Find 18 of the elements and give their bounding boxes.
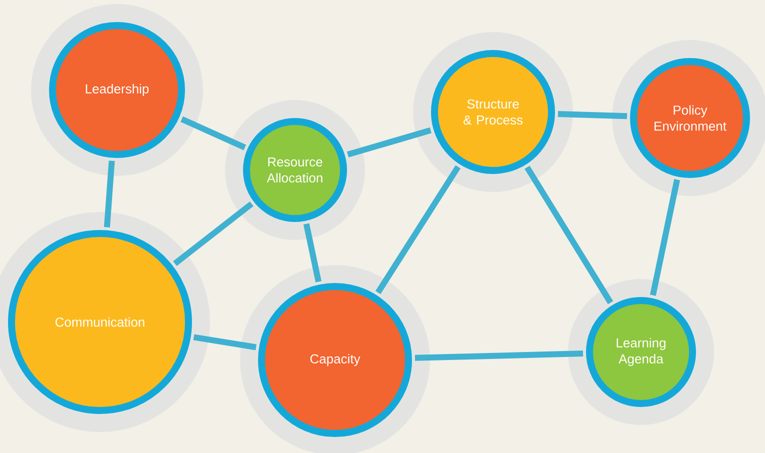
circle-node: Learning Agenda xyxy=(586,297,696,407)
circle-node: Communication xyxy=(8,230,192,414)
connector-line xyxy=(104,160,115,228)
connector-line xyxy=(558,110,628,120)
connector-line xyxy=(650,179,680,296)
connector-line xyxy=(524,166,614,304)
circle-node: Capacity xyxy=(258,283,412,437)
circle-node: Leadership xyxy=(49,22,185,158)
connector-line xyxy=(346,127,432,158)
connector-line xyxy=(414,350,584,361)
connector-line xyxy=(193,334,256,350)
circle-node: Resource Allocation xyxy=(243,118,347,222)
connector-line xyxy=(173,201,254,266)
connector-line xyxy=(180,116,246,150)
circle-node: Structure & Process xyxy=(431,50,555,174)
connector-line xyxy=(375,165,461,294)
circle-node: Policy Environment xyxy=(630,58,750,178)
connector-line xyxy=(303,223,322,282)
